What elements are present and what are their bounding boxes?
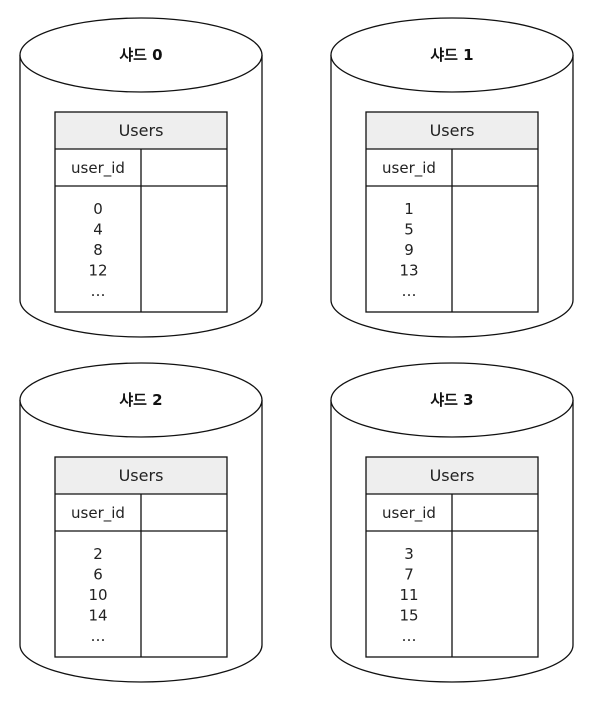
shard-1: 샤드 1 Users user_id 1 5 9 13 … [330, 17, 574, 338]
user-id-value: 15 [399, 607, 418, 625]
shard-3: 샤드 3 Users user_id 3 7 11 15 … [330, 362, 574, 683]
user-id-value: 12 [88, 262, 107, 280]
user-id-value: 13 [399, 262, 418, 280]
table-header-bg [55, 112, 227, 149]
shard-0: 샤드 0 Users user_id 0 4 8 12 … [19, 17, 263, 338]
user-id-value: … [91, 627, 106, 645]
shard-label: 샤드 1 [430, 46, 473, 64]
column-header-user-id: user_id [382, 159, 436, 178]
column-header-user-id: user_id [71, 504, 125, 523]
users-table: Users user_id 3 7 11 15 … [365, 456, 539, 658]
table-title: Users [119, 121, 164, 140]
cylinder-top [330, 17, 574, 93]
user-id-value: 0 [93, 200, 103, 218]
table-header-bg [366, 457, 538, 494]
user-id-value: … [91, 282, 106, 300]
user-id-value: 10 [88, 586, 107, 604]
cylinder-top [19, 362, 263, 438]
users-table: Users user_id 1 5 9 13 … [365, 111, 539, 313]
user-id-value: 8 [93, 241, 103, 259]
users-table: Users user_id 2 6 10 14 … [54, 456, 228, 658]
shard-label: 샤드 0 [119, 46, 162, 64]
table-title: Users [119, 466, 164, 485]
column-header-user-id: user_id [382, 504, 436, 523]
user-id-value: 3 [404, 545, 414, 563]
user-id-value: … [402, 282, 417, 300]
cylinder-top [19, 17, 263, 93]
users-table: Users user_id 0 4 8 12 … [54, 111, 228, 313]
shard-label: 샤드 2 [119, 391, 162, 409]
table-title: Users [430, 121, 475, 140]
column-header-user-id: user_id [71, 159, 125, 178]
cylinder-top [330, 362, 574, 438]
user-id-value: 7 [404, 566, 414, 584]
shard-label: 샤드 3 [430, 391, 473, 409]
user-id-value: 1 [404, 200, 414, 218]
user-id-value: 5 [404, 221, 414, 239]
user-id-value: 9 [404, 241, 414, 259]
user-id-value: … [402, 627, 417, 645]
shard-2: 샤드 2 Users user_id 2 6 10 14 … [19, 362, 263, 683]
table-title: Users [430, 466, 475, 485]
user-id-value: 14 [88, 607, 107, 625]
user-id-value: 2 [93, 545, 103, 563]
user-id-value: 6 [93, 566, 103, 584]
table-header-bg [55, 457, 227, 494]
user-id-value: 4 [93, 221, 103, 239]
user-id-value: 11 [399, 586, 418, 604]
table-header-bg [366, 112, 538, 149]
